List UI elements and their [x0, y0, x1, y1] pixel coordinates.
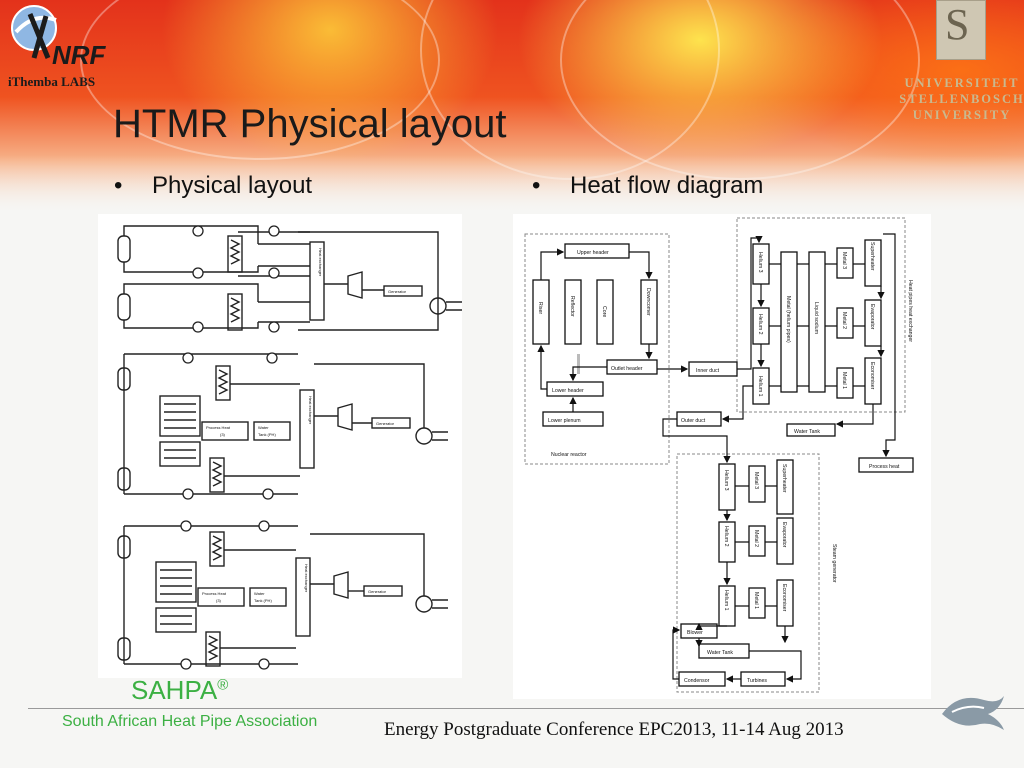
nuclear-reactor-label: Nuclear reactor: [551, 452, 587, 458]
blower-label: Blower: [687, 630, 703, 636]
su-shield-icon: S: [936, 0, 986, 60]
generator-label-1: Generator: [388, 289, 407, 294]
nrf-wordmark: NRF: [52, 40, 106, 70]
metal1-label: Metal 1: [841, 372, 847, 389]
condensor-label: Condensor: [684, 678, 710, 684]
sahpa-wordmark: SAHPA®: [131, 675, 228, 706]
metal2-sg-label: Metal 2: [753, 530, 759, 547]
process-heat-flow-label: Process heat: [869, 464, 900, 470]
bullet-text: Physical layout: [152, 172, 313, 199]
heat-exchanger-label-3: Heat exchanger: [304, 564, 309, 593]
heat-exchanger-label-2: Heat exchanger: [308, 396, 313, 425]
sahpa-name: SAHPA: [131, 675, 218, 705]
heat-exchanger-label-1: Heat exchanger: [318, 248, 323, 277]
hpx-group: [736, 217, 906, 413]
steam-generator-group: [676, 453, 820, 693]
helium1-sg-label: Helium 1: [723, 590, 729, 611]
su-line-3: UNIVERSITY: [912, 108, 1012, 122]
physical-layout-diagram: Generator Generator Generator Heat excha…: [98, 214, 462, 678]
generator-label-2: Generator: [376, 421, 395, 426]
economiser-label: Economiser: [869, 362, 875, 390]
hpx-label: Heat pipes heat exchanger: [907, 280, 913, 342]
physical-layout-svg: Generator Generator Generator Heat excha…: [117, 225, 462, 670]
bullet-heat-flow: • Heat flow diagram: [532, 172, 763, 200]
su-line-2: STELLENBOSCH: [899, 92, 1024, 106]
gray-pillar: [577, 354, 580, 374]
stellenbosch-logo: S UNIVERSITEIT STELLENBOSCH UNIVERSITY: [896, 0, 1024, 125]
helium2-label: Helium 2: [757, 314, 763, 335]
ithemba-label: iThemba LABS: [8, 74, 96, 89]
helium1-label: Helium 1: [757, 376, 763, 397]
bullet-glyph: •: [114, 172, 123, 199]
metal-helium-pipes-label: Metal (helium pipes): [785, 296, 791, 343]
evaporator-label: Evaporator: [869, 304, 875, 330]
metal3-label: Metal 3: [841, 252, 847, 269]
nuclear-reactor-group: [524, 233, 670, 465]
metal1-sg-label: Metal 1: [753, 592, 759, 609]
riser-label: Riser: [537, 302, 543, 314]
water-tank-top-label: Water Tank: [794, 429, 820, 435]
registered-mark: ®: [217, 676, 229, 694]
water-tank-sub-1: Tank (PH): [258, 432, 276, 437]
generator-label-3: Generator: [368, 589, 387, 594]
conference-label: Energy Postgraduate Conference EPC2013, …: [384, 719, 844, 740]
process-heat-label-1: Process Heat: [206, 425, 231, 430]
downcomer-label: Downcomer: [645, 288, 651, 316]
helium3-label: Helium 3: [757, 252, 763, 273]
steam-generator-label: Steam generator: [831, 544, 837, 583]
bullet-physical-layout: • Physical layout: [114, 172, 312, 200]
header-banner: [0, 0, 1024, 215]
sahpa-fish-logo-icon: [942, 696, 1004, 730]
helium3-sg-label: Helium 3: [723, 470, 729, 491]
heat-flow-svg: Upper header Riser Reflector Core Downco…: [524, 217, 914, 693]
footer-divider: [28, 708, 1024, 709]
process-heat-sub-2: (3): [216, 598, 222, 603]
superheater-sg-label: Superheater: [781, 464, 787, 493]
su-shield-letter: S: [945, 0, 970, 49]
helium2-sg-label: Helium 2: [723, 526, 729, 547]
economiser-sg-label: Economiser: [781, 584, 787, 612]
su-line-1: UNIVERSITEIT: [904, 76, 1020, 90]
process-heat-sub-1: (3): [220, 432, 226, 437]
sahpa-full-name: South African Heat Pipe Association: [62, 713, 318, 730]
slide-title: HTMR Physical layout: [113, 102, 507, 146]
turbines-label: Turbines: [747, 678, 767, 684]
nrf-logo: NRF iThemba LABS: [0, 0, 115, 95]
liquid-sodium-label: Liquid sodium: [813, 302, 819, 334]
lower-plenum-label: Lower plenum: [548, 418, 581, 424]
lower-header-label: Lower header: [552, 388, 584, 394]
water-tank-label-2: Water: [254, 591, 265, 596]
water-tank-sub-2: Tank (PH): [254, 598, 272, 603]
nrf-emblem-icon: [11, 5, 57, 59]
water-tank-bottom-label: Water Tank: [707, 650, 733, 656]
inner-duct-label: Inner duct: [696, 368, 720, 374]
process-heat-label-2: Process Heat: [202, 591, 227, 596]
heat-flow-diagram: Upper header Riser Reflector Core Downco…: [513, 214, 931, 699]
upper-header-label: Upper header: [577, 250, 609, 256]
reflector-label: Reflector: [569, 296, 575, 317]
metal2-label: Metal 2: [841, 312, 847, 329]
metal3-sg-label: Metal 3: [753, 472, 759, 489]
bullet-glyph: •: [532, 172, 541, 199]
outlet-header-label: Outlet header: [611, 366, 643, 372]
outer-duct-label: Outer duct: [681, 418, 706, 424]
bullet-text: Heat flow diagram: [570, 172, 764, 199]
core-label: Core: [601, 306, 607, 317]
evaporator-sg-label: Evaporator: [781, 522, 787, 548]
superheater-label: Superheater: [869, 242, 875, 271]
water-tank-label-1: Water: [258, 425, 269, 430]
